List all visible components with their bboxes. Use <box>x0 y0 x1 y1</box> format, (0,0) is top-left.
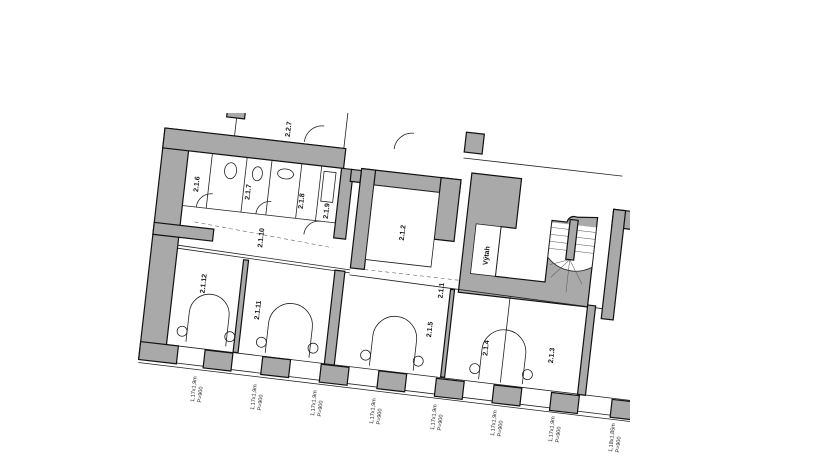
room-label: 2.1.1 <box>438 282 447 298</box>
wall <box>225 113 248 120</box>
room-label: 2.2.7 <box>285 121 294 137</box>
building: 2.1.6 2.1.7 2.1.8 2.1.9 2.1.10 2.1.12 2.… <box>137 113 630 423</box>
window-sill: P=900 <box>497 420 505 437</box>
window-size: 1,17x1,9m <box>250 384 259 411</box>
elevator-label: Výtah <box>483 246 492 266</box>
window-sill: P=900 <box>615 436 623 453</box>
window-size: 1,17x1,9m <box>430 404 439 431</box>
window-size: 1,17x1,9m <box>190 376 199 403</box>
room-label: 2.1.2 <box>399 225 408 241</box>
top-wall <box>162 127 347 170</box>
window-size: 1,18x1,85m <box>608 423 617 453</box>
room-label: 2.1.10 <box>257 228 266 248</box>
window-size: 1,17x1,9m <box>548 416 557 443</box>
room-label: 2.1.11 <box>254 300 263 320</box>
window-sill: P=900 <box>317 400 325 417</box>
room-label: 2.1.9 <box>323 203 332 219</box>
window-size: 1,17x1,9m <box>369 398 378 425</box>
window-sill: P=900 <box>257 394 265 411</box>
room-label: 2.1.3 <box>548 347 557 363</box>
window-labels: 1,17x1,9mP=900 1,17x1,9mP=900 1,17x1,9mP… <box>190 376 623 453</box>
window-sill: P=900 <box>197 386 205 403</box>
window-size: 1,17x1,9m <box>310 390 319 417</box>
window-sill: P=900 <box>555 426 563 443</box>
room-label: 2.1.12 <box>200 274 209 294</box>
window-sill: P=900 <box>376 408 384 425</box>
window-piers <box>137 340 630 422</box>
elevator-shaft <box>470 223 502 277</box>
window-size: 1,17x1,9m <box>490 410 499 437</box>
room-label: 2.1.8 <box>298 193 307 209</box>
room-label: 2.1.5 <box>426 321 435 337</box>
wall <box>463 131 486 155</box>
room-label: 2.1.7 <box>244 184 253 200</box>
room-label: 2.1.4 <box>482 340 491 356</box>
room-label: 2.1.6 <box>193 176 202 192</box>
window-sill: P=900 <box>437 414 445 431</box>
